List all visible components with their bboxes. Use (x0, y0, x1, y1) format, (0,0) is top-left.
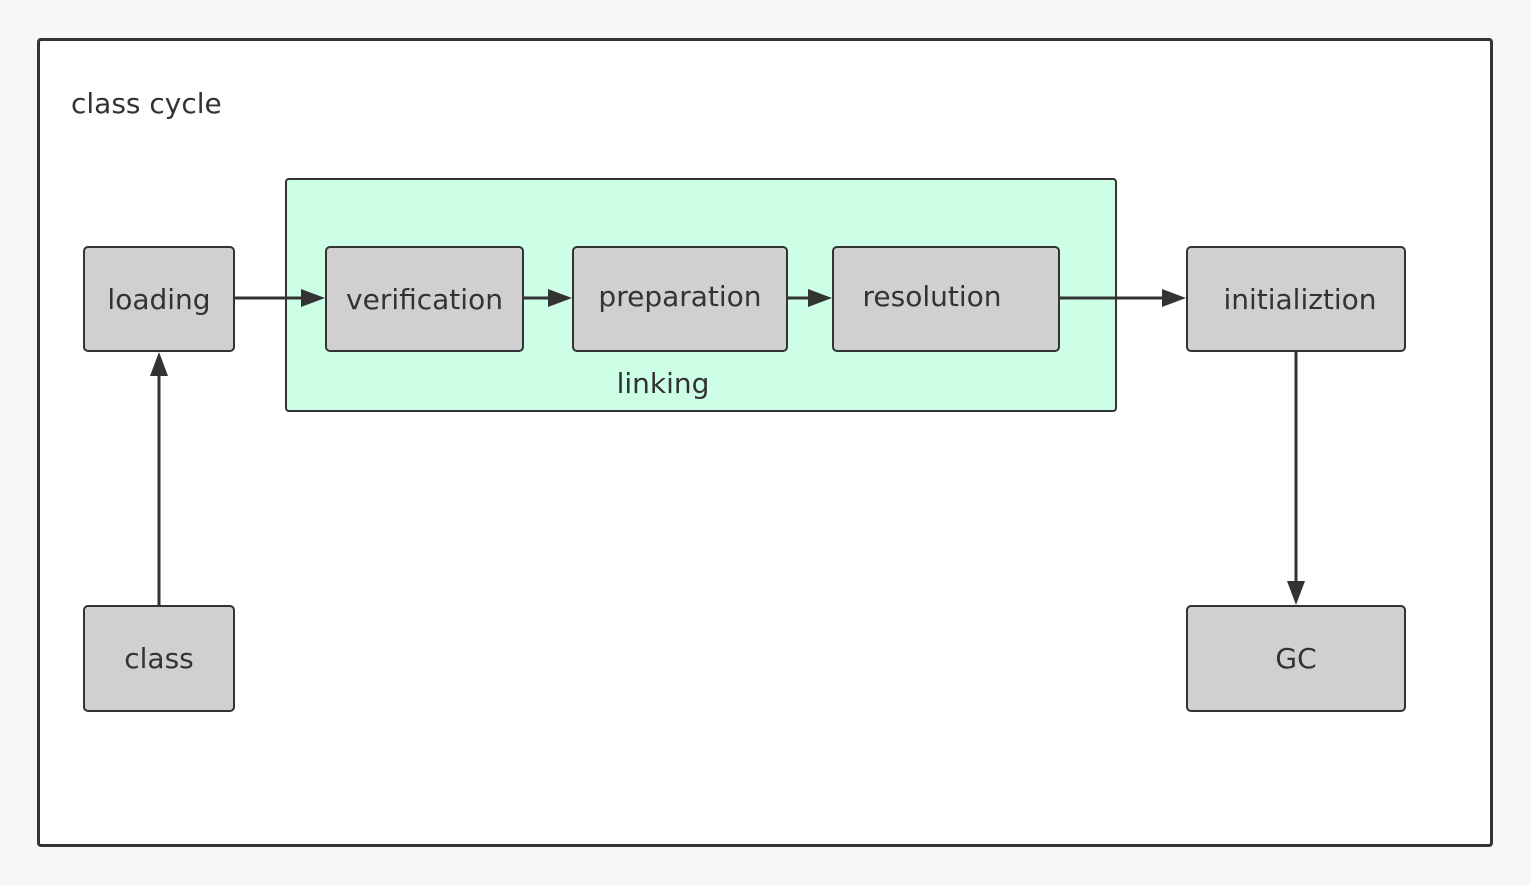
node-preparation-label: preparation (598, 279, 762, 313)
node-resolution-label: resolution (862, 279, 1002, 313)
node-verification-label: verification (346, 282, 503, 316)
node-initialization-label: initializtion (1223, 282, 1377, 316)
diagram-title: class cycle (71, 87, 222, 120)
node-preparation[interactable]: preparation (572, 246, 788, 352)
node-loading[interactable]: loading (83, 246, 235, 352)
node-gc-label: GC (1275, 642, 1317, 675)
node-initialization[interactable]: initializtion (1186, 246, 1406, 352)
node-resolution[interactable]: resolution (832, 246, 1060, 352)
node-verification[interactable]: verification (325, 246, 524, 352)
linking-group-label: linking (616, 367, 710, 400)
node-loading-label: loading (107, 282, 211, 316)
node-class-label: class (124, 642, 194, 675)
node-class[interactable]: class (83, 605, 235, 712)
diagram-frame (37, 38, 1493, 847)
node-gc[interactable]: GC (1186, 605, 1406, 712)
